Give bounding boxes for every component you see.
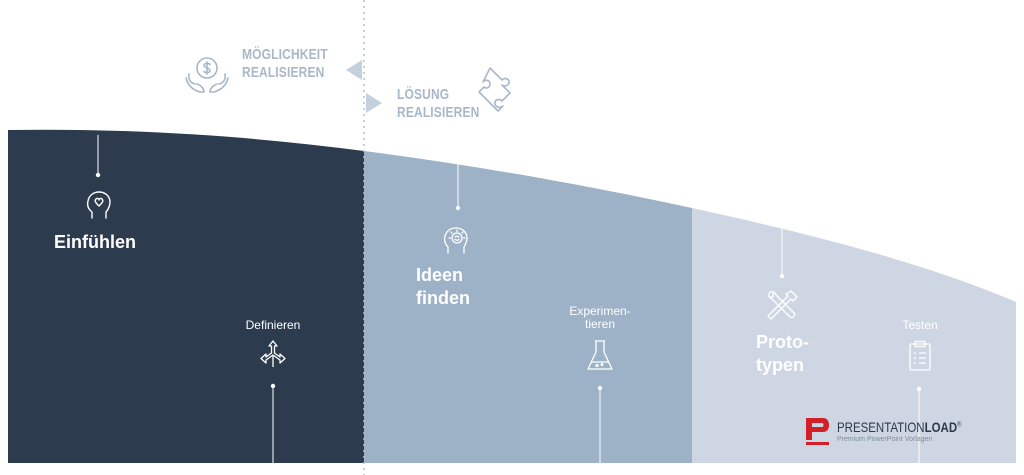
step-ideen-line1: Ideen (416, 265, 464, 285)
step-definieren-label: Definieren (233, 319, 313, 332)
logo-mark-icon (806, 418, 829, 445)
brain-bulb-icon (443, 227, 468, 254)
arrow-right-triangle (366, 93, 382, 113)
phase-mid-area (364, 151, 692, 463)
step-experimentieren-label: Experimen- tieren (555, 305, 645, 331)
heading-loesung-line1: LÖSUNG (397, 86, 450, 103)
connector-einfuehlen (95, 135, 101, 178)
connector-experimentieren (597, 385, 603, 463)
step-prototypen-label: Proto- typen (756, 331, 809, 377)
step-ideen-line2: finden (416, 288, 470, 308)
step-prototypen-line2: typen (756, 355, 805, 375)
connector-definieren (270, 383, 276, 463)
logo-brand-bold: LOAD (924, 419, 958, 435)
flask-icon (587, 340, 613, 370)
arrow-left-triangle (346, 60, 362, 80)
connector-prototypen (779, 214, 785, 279)
step-testen-text: Testen (902, 318, 938, 332)
split-arrows-icon (260, 340, 286, 367)
clipboard-icon (909, 340, 931, 371)
step-einfuehlen-text: Einfühlen (54, 232, 136, 252)
connector-ideen (455, 164, 461, 211)
step-testen-label: Testen (880, 319, 960, 332)
phase-dark-area (8, 129, 364, 463)
money-hands-icon (185, 57, 229, 93)
logo-brand-light: PRESENTATION (837, 419, 925, 435)
step-experimentieren-line2: tieren (584, 317, 616, 331)
puzzle-icon (478, 67, 511, 112)
heading-moeglichkeit: MÖGLICHKEIT REALISIEREN (242, 46, 328, 82)
step-prototypen-line1: Proto- (756, 332, 809, 352)
connector-testen (916, 386, 922, 463)
heading-moeglichkeit-line2: REALISIEREN (242, 64, 325, 81)
presentationload-logo: PRESENTATIONLOAD® Premium PowerPoint Vor… (804, 414, 994, 448)
logo-brand-text: PRESENTATIONLOAD® (837, 419, 961, 435)
heading-loesung: LÖSUNG REALISIEREN (397, 86, 479, 122)
step-einfuehlen-label: Einfühlen (54, 231, 136, 254)
heart-head-icon (86, 191, 111, 219)
step-experimentieren-line1: Experimen- (569, 304, 631, 318)
step-definieren-text: Definieren (245, 318, 301, 332)
tools-icon (767, 290, 798, 320)
logo-registered-mark: ® (957, 421, 962, 429)
heading-moeglichkeit-line1: MÖGLICHKEIT (242, 46, 328, 63)
phase-light-area (692, 208, 1016, 463)
step-ideen-label: Ideen finden (416, 264, 470, 310)
heading-loesung-line2: REALISIEREN (397, 104, 480, 121)
logo-tagline: Premium PowerPoint Vorlagen (837, 436, 933, 443)
